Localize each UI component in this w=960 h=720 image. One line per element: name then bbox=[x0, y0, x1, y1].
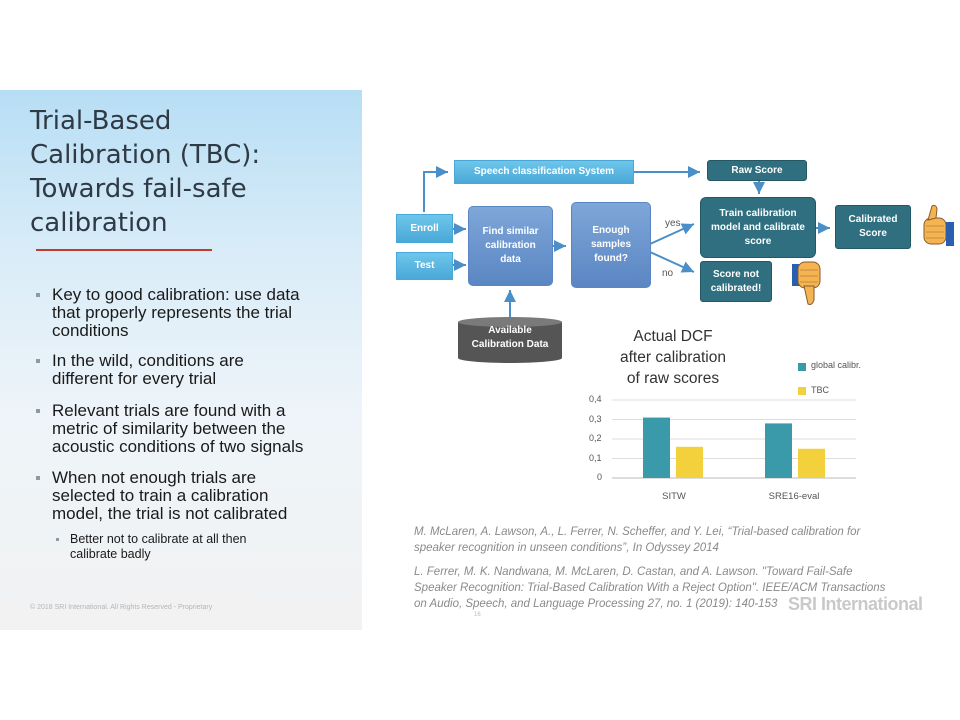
reference-line: Speaker Recognition: Trial-Based Calibra… bbox=[414, 582, 886, 594]
legend-label-global: global calibr. bbox=[811, 360, 862, 370]
chart-bars bbox=[643, 417, 825, 478]
database-label: Available Calibration Data bbox=[458, 324, 562, 352]
thumbs-up-icon bbox=[923, 204, 954, 246]
y-tick-label: 0,3 bbox=[589, 414, 602, 424]
arrow-enroll-to-system bbox=[423, 166, 448, 212]
reference-line: L. Ferrer, M. K. Nandwana, M. McLaren, D… bbox=[414, 566, 853, 578]
x-category-label: SRE16-eval bbox=[768, 491, 820, 502]
bar-sitw-tbc bbox=[676, 446, 703, 478]
chart-title-line: after calibration bbox=[620, 349, 726, 366]
reference-line: speaker recognition in unseen conditions… bbox=[414, 542, 719, 554]
y-tick-label: 0,1 bbox=[589, 453, 602, 463]
title-line: Towards fail-safe bbox=[30, 174, 247, 204]
bullet-text: Key to good calibration: use data bbox=[52, 285, 300, 304]
title-line: Trial-Based bbox=[30, 106, 172, 136]
box-label: score bbox=[744, 235, 772, 247]
title-underline bbox=[36, 249, 212, 251]
chart-title: Actual DCF after calibration of raw scor… bbox=[590, 326, 756, 389]
page-number: 16 bbox=[474, 612, 481, 618]
arrow-no bbox=[649, 251, 695, 273]
bullet-text: acoustic conditions of two signals bbox=[52, 437, 304, 456]
box-label: data bbox=[500, 254, 521, 265]
thumbs-down-icon bbox=[792, 261, 821, 305]
no-label: no bbox=[662, 268, 674, 279]
bullet-marker bbox=[56, 538, 59, 541]
bar-sre16-eval-tbc bbox=[798, 448, 825, 478]
not-calibrated-box: Score not calibrated! bbox=[700, 261, 772, 302]
arrow-yes bbox=[649, 223, 695, 245]
bullet-text: different for every trial bbox=[52, 369, 217, 388]
bullet-text: metric of similarity between the bbox=[52, 419, 286, 438]
box-label: found? bbox=[594, 253, 628, 264]
legend-label-tbc: TBC bbox=[811, 385, 829, 395]
train-calibration-box: Train calibration model and calibrate sc… bbox=[700, 197, 816, 258]
title-line: calibration bbox=[30, 208, 168, 238]
box-label: Find similar bbox=[482, 226, 539, 237]
title-line: Calibration (TBC): bbox=[30, 140, 261, 170]
bar-sitw-global bbox=[643, 417, 670, 478]
bullet-marker bbox=[36, 293, 40, 297]
bullet-marker bbox=[36, 359, 40, 363]
box-label: Speech classification System bbox=[473, 166, 615, 177]
bullet-marker bbox=[36, 476, 40, 480]
bullet-text: When not enough trials are bbox=[52, 468, 257, 487]
find-similar-box: Find similar calibration data bbox=[468, 206, 553, 286]
speech-classification-box: Speech classification System bbox=[454, 160, 634, 184]
bullet-text: Relevant trials are found with a bbox=[52, 401, 286, 420]
legend-swatch-global bbox=[798, 363, 806, 371]
bullet-text: that properly represents the trial bbox=[52, 303, 293, 322]
y-tick-label: 0,2 bbox=[589, 433, 602, 443]
bullet-marker bbox=[36, 409, 40, 413]
bullet-text: In the wild, conditions are bbox=[52, 351, 244, 370]
bullet-text: selected to train a calibration bbox=[52, 486, 269, 505]
reference-2: L. Ferrer, M. K. Nandwana, M. McLaren, D… bbox=[414, 564, 954, 612]
reference-1: M. McLaren, A. Lawson, A., L. Ferrer, N.… bbox=[414, 524, 954, 556]
y-tick-label: 0 bbox=[597, 472, 603, 482]
yes-label: yes bbox=[665, 218, 681, 229]
box-label: Calibrated bbox=[848, 214, 898, 225]
copyright-notice: © 2018 SRI International. All Rights Res… bbox=[30, 604, 213, 611]
database-label-line: Available bbox=[488, 325, 532, 336]
chart-title-line: of raw scores bbox=[626, 370, 720, 387]
reference-line: on Audio, Speech, and Language Processin… bbox=[414, 598, 778, 610]
bullet-text: conditions bbox=[52, 321, 129, 340]
bullet-text: model, the trial is not calibrated bbox=[52, 504, 288, 523]
reference-line: M. McLaren, A. Lawson, A., L. Ferrer, N.… bbox=[414, 526, 861, 538]
box-label: calibrated! bbox=[710, 282, 762, 294]
raw-score-box: Raw Score bbox=[707, 160, 807, 181]
box-label: model and calibrate bbox=[711, 221, 805, 233]
box-label: Enough bbox=[592, 225, 630, 236]
sub-bullet-text: calibrate badly bbox=[70, 547, 151, 561]
bar-sre16-eval-global bbox=[765, 423, 792, 478]
database-label-line: Calibration Data bbox=[471, 339, 549, 350]
enough-samples-box: Enough samples found? bbox=[571, 202, 651, 288]
box-label: Raw Score bbox=[731, 164, 783, 176]
box-label: samples bbox=[590, 239, 632, 250]
legend-swatch-tbc bbox=[798, 387, 806, 395]
sub-bullet-text: Better not to calibrate at all then bbox=[70, 532, 247, 546]
x-category-label: SITW bbox=[662, 491, 686, 502]
calibrated-score-box: Calibrated Score bbox=[835, 205, 911, 249]
sri-logo: SRI International bbox=[788, 594, 923, 614]
box-label: Score not bbox=[712, 268, 760, 280]
box-label: Score bbox=[859, 228, 887, 239]
test-box: Test bbox=[396, 252, 453, 280]
y-tick-label: 0,4 bbox=[589, 394, 602, 404]
database-icon bbox=[458, 317, 562, 363]
box-label: calibration bbox=[485, 240, 536, 251]
box-label: Train calibration bbox=[719, 207, 797, 219]
slide-title: Trial-Based Calibration (TBC): Towards f… bbox=[30, 104, 350, 240]
box-label: Test bbox=[414, 260, 435, 271]
left-panel bbox=[0, 90, 362, 630]
chart-title-line: Actual DCF bbox=[633, 328, 713, 345]
box-label: Enroll bbox=[410, 222, 439, 234]
enroll-box: Enroll bbox=[396, 214, 453, 243]
